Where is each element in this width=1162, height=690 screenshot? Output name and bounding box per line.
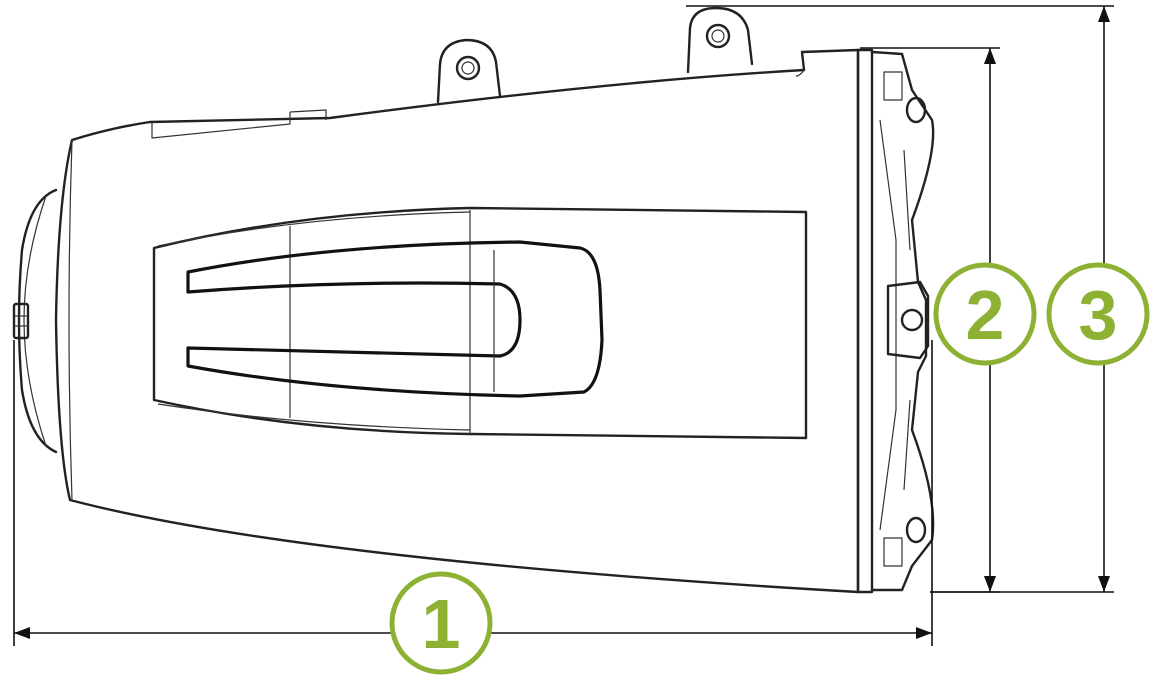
rear-plate: [856, 48, 935, 594]
recessed-panel: [152, 206, 808, 440]
belt-clip: [186, 240, 604, 398]
front-button: [12, 302, 30, 340]
callout-3: 3: [1046, 262, 1150, 366]
mounting-tab-left: [436, 38, 502, 104]
device-body: [54, 48, 860, 594]
callout-2: 2: [933, 262, 1037, 366]
callout-1-label: 1: [422, 585, 461, 663]
rear-latch: [886, 280, 930, 360]
callout-1: 1: [389, 571, 493, 675]
callout-3-label: 3: [1079, 276, 1118, 354]
callout-2-label: 2: [966, 276, 1005, 354]
mounting-tab-right: [686, 6, 754, 74]
front-lens: [17, 188, 58, 454]
